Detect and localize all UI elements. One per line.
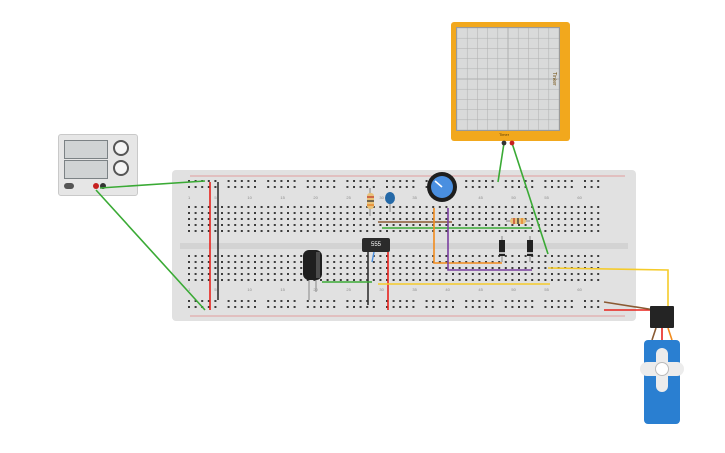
servo-lead [667,327,673,341]
ceramic-capacitor[interactable] [385,192,395,204]
diode[interactable] [499,240,505,256]
column-number-label: 30 [379,195,384,200]
column-number-label: 15 [280,195,285,200]
column-number-label: 20 [313,195,318,200]
diode[interactable] [527,240,533,256]
orange-wire[interactable] [433,208,502,264]
yellow-wire[interactable] [547,267,669,308]
column-number-label: 35 [412,195,417,200]
column-number-label: 55 [544,287,549,292]
column-number-label: 50 [511,195,516,200]
column-number-label: 5 [214,287,217,292]
column-number-label: 25 [346,287,351,292]
current-knob[interactable] [113,160,129,176]
power-switch[interactable] [64,183,74,189]
column-number-label: 60 [577,195,582,200]
power-supply[interactable] [58,134,138,196]
current-display [64,160,108,179]
servo-hub [655,362,669,376]
column-number-label: 35 [412,287,417,292]
voltage-display [64,140,108,159]
center-channel [180,243,628,249]
green-wire[interactable] [95,189,206,311]
probe-terminal[interactable] [501,140,507,146]
green-wire[interactable] [99,180,206,189]
column-number-label: 50 [511,287,516,292]
probe-terminal[interactable] [509,140,515,146]
negative-terminal[interactable] [100,183,106,189]
breadboard[interactable] [172,170,636,321]
column-number-label: 55 [544,195,549,200]
oscilloscope[interactable]: Tinker Timer [451,22,570,141]
oscilloscope-label: Timer [499,132,510,137]
ic-555[interactable]: 555 [362,238,390,252]
servo-motor[interactable] [640,340,684,424]
green-wire[interactable] [497,142,505,183]
column-number-label: 15 [280,287,285,292]
column-number-label: 45 [478,287,483,292]
column-number-label: 10 [247,195,252,200]
servo-lead [651,327,657,341]
column-number-label: 60 [577,287,582,292]
column-number-label: 45 [478,195,483,200]
column-number-label: 40 [445,287,450,292]
blue-wire[interactable] [371,251,375,263]
voltage-knob[interactable] [113,140,129,156]
brown-wire[interactable] [603,301,656,311]
column-number-label: 1 [188,195,191,200]
green-wire[interactable] [511,142,549,255]
positive-terminal[interactable] [93,183,99,189]
purple-wire[interactable] [447,208,532,271]
column-number-label: 10 [247,287,252,292]
column-number-label: 1 [188,287,191,292]
oscilloscope-screen [456,27,560,131]
oscilloscope-grid [457,28,559,130]
column-number-label: 25 [346,195,351,200]
servo-connector[interactable] [650,306,674,328]
breadboard-holes: 1155101015152020252530303535404045455050… [188,180,600,308]
column-number-label: 5 [214,195,217,200]
column-number-label: 30 [379,287,384,292]
